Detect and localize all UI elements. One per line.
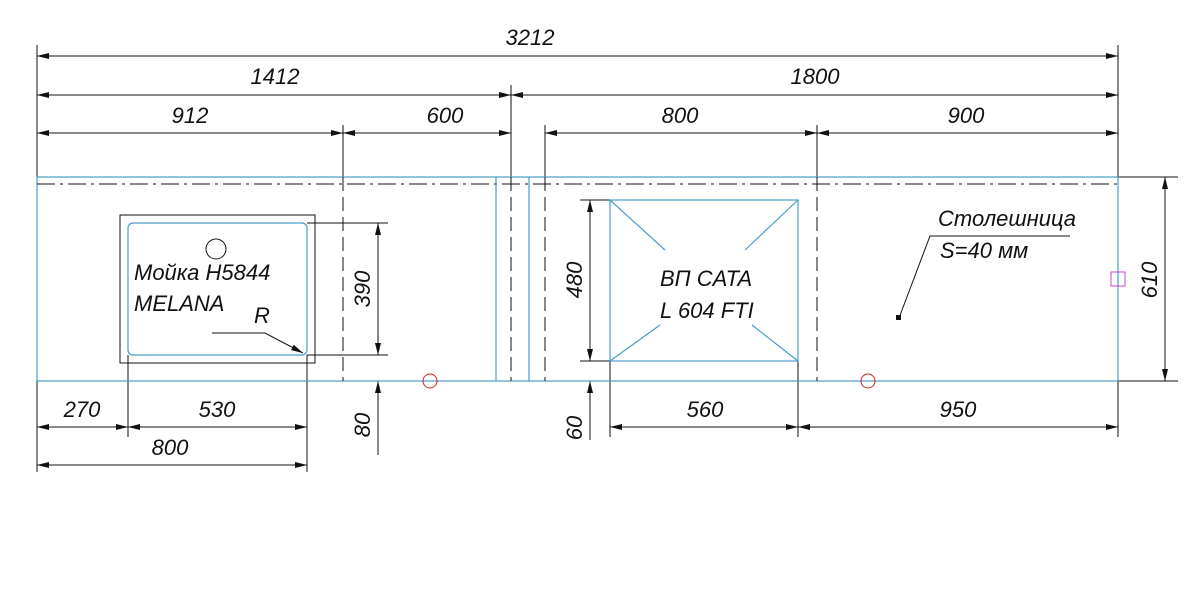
dim-sink-width: 530 xyxy=(199,397,236,422)
countertop-leader xyxy=(898,235,1070,319)
dim-right-cabinet: 900 xyxy=(948,103,985,128)
hob-label-model: L 604 FTI xyxy=(660,298,754,323)
sink-radius-label: R xyxy=(254,303,270,328)
dim-left-section: 1412 xyxy=(251,64,300,89)
dim-hob-right-offset: 950 xyxy=(940,397,977,422)
joint-marker-icon xyxy=(422,373,438,389)
hob-cutout xyxy=(609,199,799,362)
dimension-lines xyxy=(37,53,1168,468)
sink-cutout xyxy=(119,214,316,364)
countertop-thickness: S=40 мм xyxy=(940,238,1028,263)
countertop-label: Столешница xyxy=(938,206,1076,231)
radius-leader xyxy=(212,332,304,354)
dim-left-offset: 912 xyxy=(172,103,209,128)
cabinet-dividers xyxy=(342,177,818,381)
sink-bowl xyxy=(127,222,308,356)
dim-hob-width: 560 xyxy=(687,397,724,422)
sink-label-name: MELANA xyxy=(134,291,224,316)
faucet-hole-icon xyxy=(205,238,227,260)
dim-hob-depth: 480 xyxy=(562,261,587,298)
countertop-outline xyxy=(36,176,1119,382)
joint-marker-icon xyxy=(860,373,876,389)
dim-sink-cabinet: 800 xyxy=(152,435,189,460)
dim-sink-front-offset: 80 xyxy=(350,412,375,437)
dim-countertop-depth: 610 xyxy=(1137,261,1162,298)
dim-hob-cabinet: 800 xyxy=(662,103,699,128)
dim-overall: 3212 xyxy=(506,25,555,50)
dim-right-section: 1800 xyxy=(791,64,841,89)
edge-marker-icon xyxy=(1110,271,1126,287)
dim-sink-depth: 390 xyxy=(350,270,375,307)
hob-label-brand: ВП CATA xyxy=(660,266,752,291)
dim-dishwasher: 600 xyxy=(427,103,464,128)
sink-label-model: Мойка H5844 xyxy=(134,260,270,285)
dim-sink-left-offset: 270 xyxy=(63,397,101,422)
dim-hob-front-offset: 60 xyxy=(562,415,587,440)
leader-dot-icon xyxy=(896,315,901,320)
